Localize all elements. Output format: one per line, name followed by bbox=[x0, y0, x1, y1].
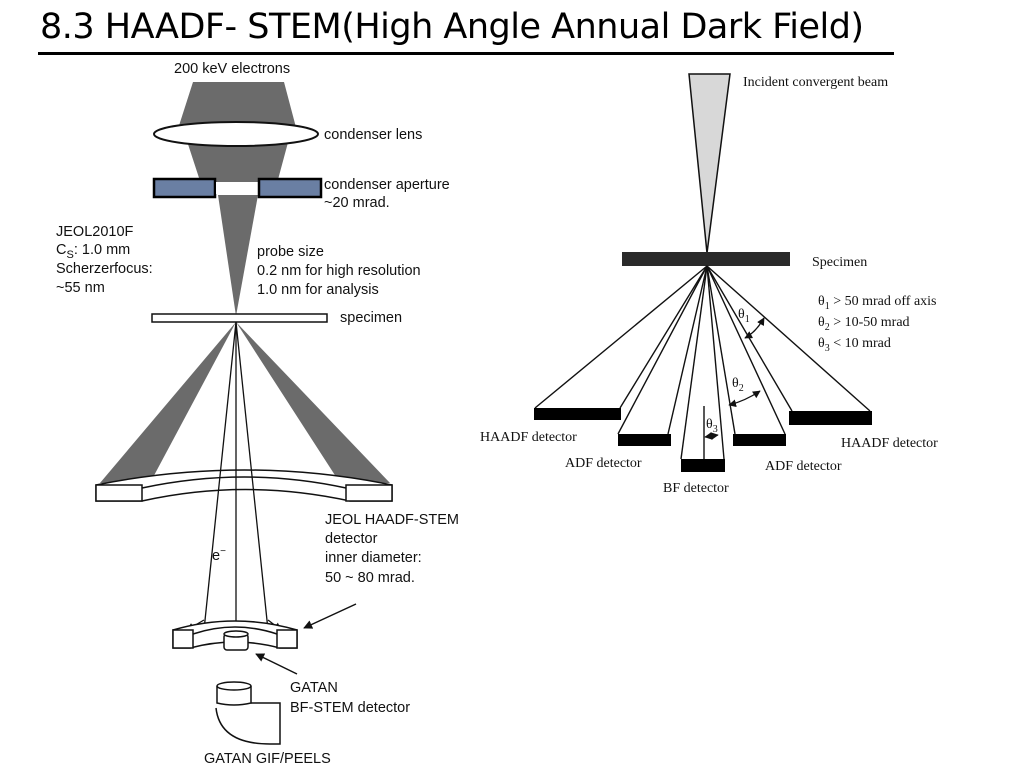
adf-detector-right bbox=[733, 434, 786, 446]
scattered-cone-left bbox=[100, 322, 236, 483]
title-underline bbox=[38, 52, 894, 55]
haadf-detector-label: JEOL HAADF-STEM bbox=[325, 512, 459, 528]
haadf-detector-right bbox=[789, 411, 872, 425]
electron-beam-upper bbox=[176, 82, 298, 135]
incident-beam-label: Incident convergent beam bbox=[743, 75, 888, 90]
electron-beam-middle bbox=[185, 135, 290, 187]
condenser-aperture-opening bbox=[216, 182, 258, 194]
haadf-pointer-arrow bbox=[303, 603, 357, 629]
theta-1-definition: θ1 > 50 mrad off axis bbox=[818, 294, 937, 312]
theta-3-definition: θ3 < 10 mrad bbox=[818, 336, 891, 354]
condenser-aperture-angle: ~20 mrad. bbox=[324, 195, 390, 211]
electron-source-label: 200 keV electrons bbox=[174, 61, 290, 77]
condenser-aperture-left bbox=[152, 177, 217, 199]
haadf-detector-left bbox=[534, 408, 621, 420]
condenser-lens-label: condenser lens bbox=[324, 127, 422, 143]
ray-right bbox=[235, 321, 269, 631]
probe-size-label: probe size bbox=[257, 244, 324, 260]
probe-size-hr: 0.2 nm for high resolution bbox=[257, 263, 421, 279]
incident-convergent-beam bbox=[688, 73, 731, 254]
stem-detector-assembly bbox=[172, 620, 298, 651]
haadf-detector-right-label: HAADF detector bbox=[841, 436, 938, 451]
gif-peels-spectrometer bbox=[215, 681, 281, 745]
ray-left bbox=[203, 321, 237, 631]
specimen-label-right: Specimen bbox=[812, 255, 867, 270]
right-detector-geometry: Incident convergent beam Specimen θ1 > 5… bbox=[480, 73, 938, 496]
haadf-annular-detector bbox=[95, 469, 393, 502]
condenser-aperture-label: condenser aperture bbox=[324, 177, 450, 193]
cs-value: CS: 1.0 mm bbox=[56, 242, 130, 261]
specimen-slab bbox=[151, 313, 328, 323]
theta-1-arc bbox=[744, 317, 765, 339]
adf-detector-right-label: ADF detector bbox=[765, 459, 842, 474]
adf-detector-left bbox=[618, 434, 671, 446]
probe-size-analysis: 1.0 nm for analysis bbox=[257, 282, 379, 298]
bf-detector bbox=[681, 459, 725, 472]
haadf-detector-left-label: HAADF detector bbox=[480, 430, 577, 445]
specimen-slab-right bbox=[622, 252, 790, 266]
electron-beam-probe bbox=[218, 195, 258, 316]
theta-3-mark: θ3 bbox=[706, 417, 718, 435]
scattered-cone-right bbox=[236, 322, 390, 483]
scherzer-label: Scherzerfocus: bbox=[56, 261, 153, 277]
bf-detector-label-2: BF-STEM detector bbox=[290, 700, 410, 716]
slide-title: 8.3 HAADF- STEM(High Angle Annual Dark F… bbox=[40, 7, 864, 47]
adf-detector-left-label: ADF detector bbox=[565, 456, 642, 471]
condenser-lens bbox=[153, 121, 319, 147]
bf-detector-label-right: BF detector bbox=[663, 481, 729, 496]
electron-symbol: e− bbox=[212, 546, 226, 564]
theta-3-arc bbox=[704, 432, 719, 440]
condenser-aperture-right bbox=[257, 177, 323, 199]
scherzer-value: ~55 nm bbox=[56, 280, 105, 296]
haadf-inner-diameter-value: 50 ~ 80 mrad. bbox=[325, 570, 415, 586]
theta-1-mark: θ1 bbox=[738, 307, 750, 325]
scattering-rays bbox=[534, 265, 871, 460]
specimen-label: specimen bbox=[340, 310, 402, 326]
theta-2-definition: θ2 > 10-50 mrad bbox=[818, 315, 910, 333]
left-stem-column: 200 keV electrons condenser lens condens… bbox=[56, 61, 459, 767]
theta-2-arc bbox=[728, 390, 761, 408]
gif-peels-label: GATAN GIF/PEELS bbox=[204, 751, 331, 767]
theta-2-mark: θ2 bbox=[732, 376, 744, 394]
haadf-detector-label-2: detector bbox=[325, 531, 378, 547]
haadf-inner-diameter-label: inner diameter: bbox=[325, 550, 422, 566]
microscope-model: JEOL2010F bbox=[56, 224, 134, 240]
bf-detector-label: GATAN bbox=[290, 680, 338, 696]
bf-pointer-arrow bbox=[255, 653, 298, 675]
